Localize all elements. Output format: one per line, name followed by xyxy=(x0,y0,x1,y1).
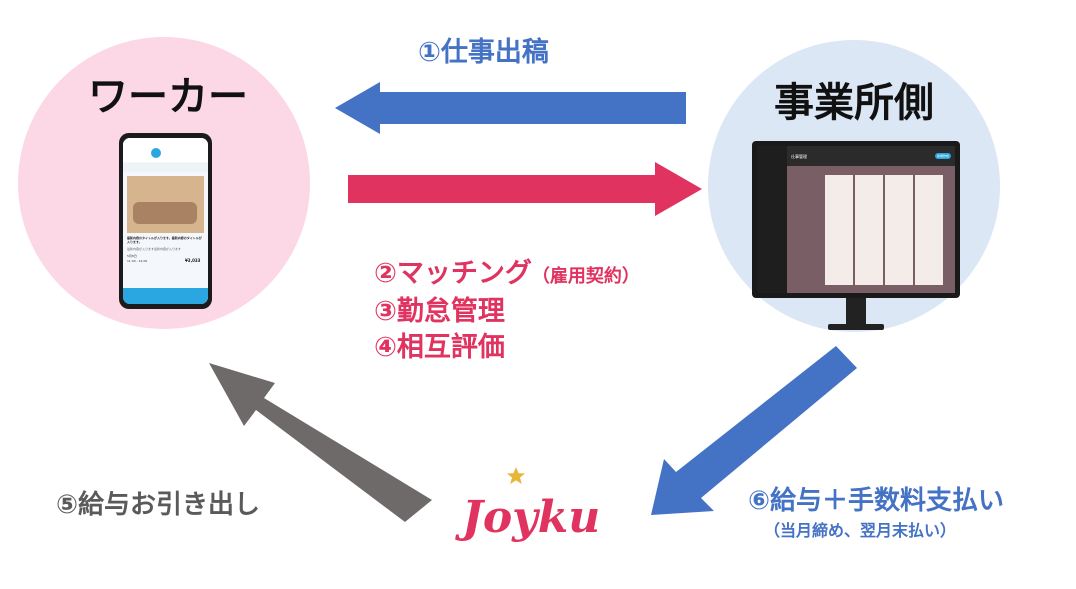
phone-date-tab-active xyxy=(151,148,161,158)
phone-screen: 最新内容のタイトルが入ります。最新内容のタイトルが入ります。 最新内容が入ります… xyxy=(123,138,208,304)
arrow-matching xyxy=(348,162,702,216)
step-matching: ②マッチング xyxy=(374,258,532,289)
monitor-mockup: 仕事管理 新規作成 xyxy=(752,141,960,330)
step-job-posting: ①仕事出稿 xyxy=(418,37,549,68)
step-evaluation: ④相互評価 xyxy=(374,332,505,363)
arrow-withdrawal xyxy=(209,363,432,522)
phone-job-subtitle: 最新内容が入ります最新内容が入ります xyxy=(127,247,182,251)
monitor-neck xyxy=(846,298,866,326)
worker-title: ワーカー xyxy=(88,74,248,120)
step-matching-row: ②マッチング（雇用契約） xyxy=(374,251,640,290)
step-payment-note: （当月締め、翌月末払い） xyxy=(764,521,957,540)
phone-job-time: 11:00 - 14:00 xyxy=(127,259,148,263)
phone-tab-bar xyxy=(123,288,208,304)
monitor-header-title: 仕事管理 xyxy=(791,154,807,159)
joyku-star-icon xyxy=(507,467,525,484)
step-withdrawal: ⑤給与お引き出し xyxy=(56,490,261,520)
arrow-job-posting xyxy=(335,82,686,134)
monitor-base xyxy=(828,324,884,330)
phone-filter-bar xyxy=(123,163,208,172)
step-payment: ⑥給与＋手数料支払い xyxy=(748,486,1005,516)
monitor-card-grid xyxy=(825,175,945,285)
phone-status-bar xyxy=(123,138,208,146)
monitor-header xyxy=(787,146,955,166)
step-matching-note: （雇用契約） xyxy=(531,266,640,287)
phone-job-title: 最新内容のタイトルが入ります。最新内容のタイトルが入ります。 xyxy=(127,236,202,244)
phone-job-photo-people xyxy=(133,202,197,224)
phone-job-date: 5月8日 xyxy=(127,254,137,258)
joyku-logo: Joyku xyxy=(462,492,601,543)
monitor-new-button: 新規作成 xyxy=(935,153,951,159)
monitor-screen: 仕事管理 新規作成 xyxy=(757,146,955,293)
smartphone-mockup: 最新内容のタイトルが入ります。最新内容のタイトルが入ります。 最新内容が入ります… xyxy=(119,133,212,309)
business-title: 事業所側 xyxy=(774,80,934,126)
step-attendance: ③勤怠管理 xyxy=(374,296,505,327)
arrow-payment xyxy=(651,346,857,515)
phone-date-tabs xyxy=(123,146,208,162)
monitor-sidebar xyxy=(757,146,787,293)
phone-job-wage: ¥3,033 xyxy=(185,258,201,263)
